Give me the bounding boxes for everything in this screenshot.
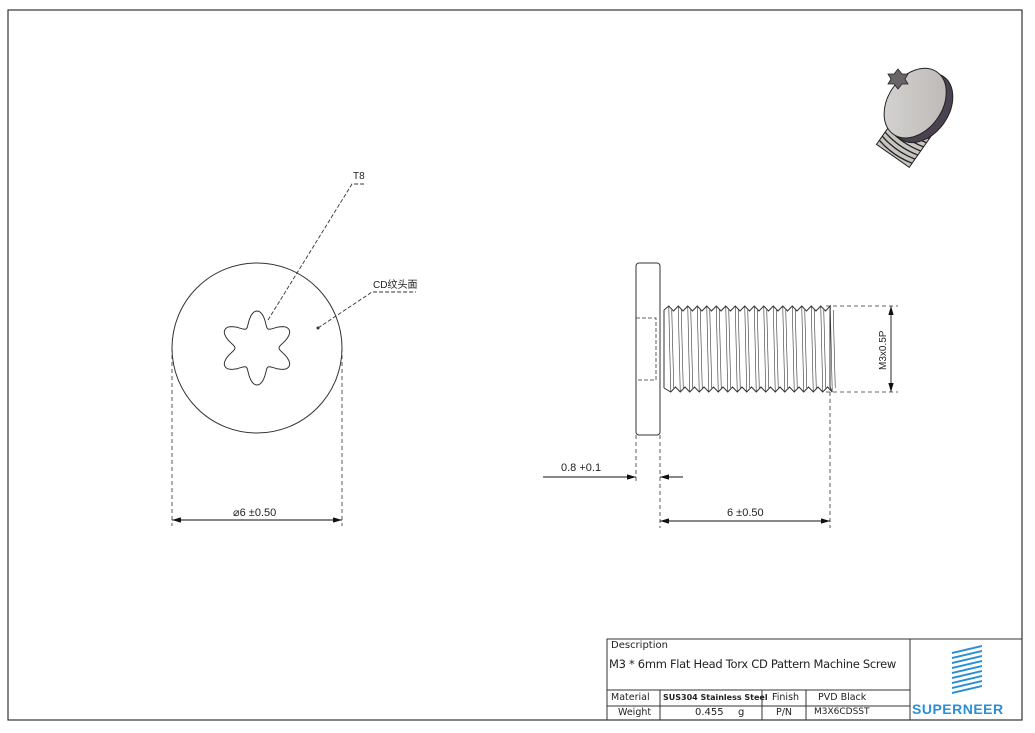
title-block-frame bbox=[606, 638, 1023, 721]
pn-value: M3X6CDSST bbox=[814, 707, 870, 717]
superneer-logo-icon bbox=[952, 645, 982, 694]
thread-body bbox=[663, 304, 836, 393]
brand-name: SUPERNEER bbox=[912, 701, 1004, 717]
logo-stripe bbox=[952, 650, 982, 659]
logo-stripe bbox=[952, 670, 982, 679]
logo-stripe bbox=[952, 665, 982, 674]
weight-unit: g bbox=[738, 707, 745, 718]
head-thickness-dimension-text: 0.8 +0.1 bbox=[561, 462, 601, 474]
drive-leader bbox=[267, 183, 364, 321]
logo-stripe bbox=[952, 655, 982, 664]
torx-recess bbox=[223, 310, 291, 386]
logo-stripe bbox=[952, 645, 982, 654]
logo-stripe bbox=[952, 685, 982, 694]
head-outline bbox=[171, 262, 343, 434]
weight-label: Weight bbox=[618, 707, 652, 718]
diameter-dimension-text: ⌀6 ±0.50 bbox=[233, 507, 276, 519]
logo-stripe bbox=[952, 675, 982, 684]
sheet-border bbox=[7, 9, 1023, 721]
torx-drive-icon bbox=[887, 68, 909, 90]
finish-value: PVD Black bbox=[818, 692, 867, 703]
screw-head-profile bbox=[635, 262, 661, 436]
isometric-screw-image bbox=[875, 67, 954, 169]
surface-leader bbox=[317, 291, 416, 329]
side-view: 0.8 +0.1 6 ±0.50 M3x0.5P bbox=[543, 262, 898, 528]
drive-callout-text: T8 bbox=[353, 171, 365, 182]
thread-dimension-text: M3x0.5P bbox=[878, 330, 889, 370]
front-view: ⌀6 ±0.50 T8 CD纹头面 bbox=[171, 171, 417, 526]
surface-callout-text: CD纹头面 bbox=[373, 278, 417, 291]
description-label: Description bbox=[611, 640, 668, 651]
material-label: Material bbox=[611, 692, 650, 703]
material-value: SUS304 Stainless Steel bbox=[663, 693, 768, 702]
description-text: M3 * 6mm Flat Head Torx CD Pattern Machi… bbox=[609, 657, 896, 671]
finish-label: Finish bbox=[772, 692, 800, 703]
logo-stripe bbox=[952, 660, 982, 669]
logo-stripe bbox=[952, 680, 982, 689]
weight-value: 0.455 bbox=[695, 707, 724, 718]
pn-label: P/N bbox=[776, 707, 793, 718]
length-dimension-text: 6 ±0.50 bbox=[727, 507, 764, 519]
hidden-recess bbox=[635, 317, 657, 381]
